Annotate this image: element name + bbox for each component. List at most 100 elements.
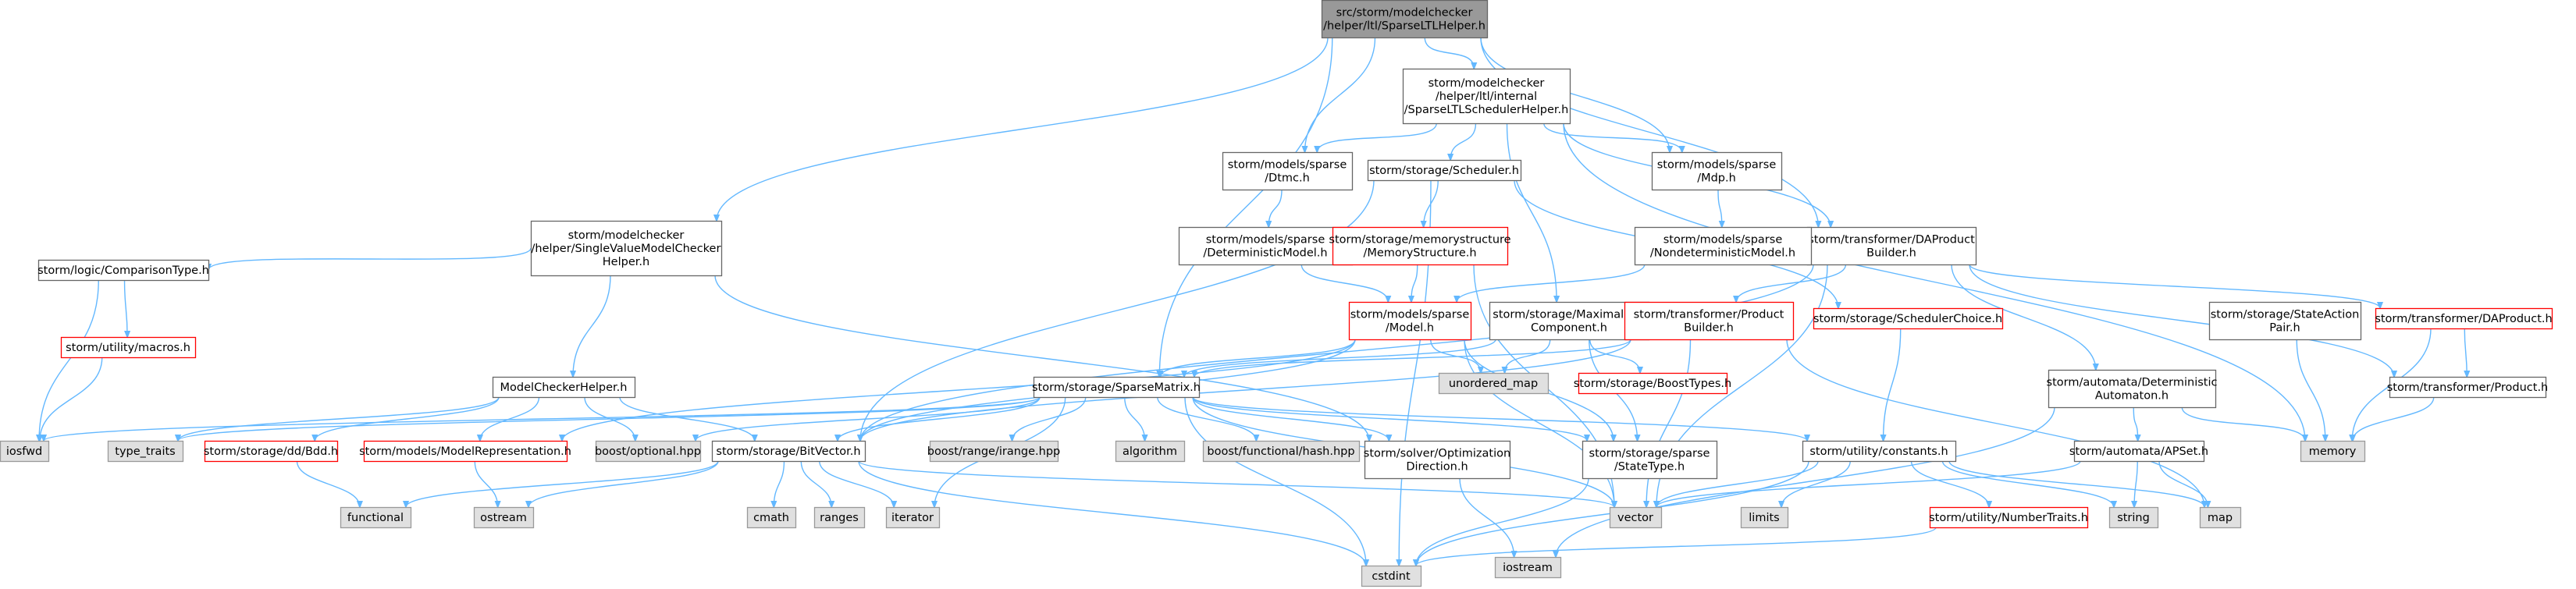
node-label: storm/storage/sparse <box>1589 448 1710 460</box>
node-daproduct[interactable]: storm/transformer/DAProduct.h <box>2375 307 2553 330</box>
node-box <box>204 440 339 463</box>
node-label: limits <box>1749 512 1779 524</box>
edge-sched-helper-to-dtmc <box>1317 122 1437 152</box>
node-label: algorithm <box>1123 445 1177 458</box>
node-bdd[interactable]: storm/storage/dd/Bdd.h <box>204 440 339 463</box>
edge-sparse-matrix-to-boost-hash <box>1157 396 1257 441</box>
node-state-type[interactable]: storm/storage/sparse/StateType.h <box>1582 440 1718 480</box>
node-model-repr[interactable]: storm/models/ModelRepresentation.h <box>359 440 571 463</box>
node-functional[interactable]: functional <box>340 506 412 529</box>
node-det-model[interactable]: storm/models/sparse/DeterministicModel.h <box>1178 226 1354 266</box>
node-dtmc[interactable]: storm/models/sparse/Dtmc.h <box>1222 151 1354 191</box>
node-nondet-model[interactable]: storm/models/sparse/NondeterministicMode… <box>1634 226 1813 266</box>
node-box <box>60 336 197 359</box>
node-comparison[interactable]: storm/logic/ComparisonType.h <box>37 259 210 282</box>
node-box <box>1438 372 1550 395</box>
node-number-traits[interactable]: storm/utility/NumberTraits.h <box>1929 506 2089 529</box>
node-limits[interactable]: limits <box>1740 506 1789 529</box>
edge-state-type-to-cstdint <box>1416 477 1589 566</box>
node-ostream[interactable]: ostream <box>473 506 535 529</box>
edge-mch-to-bdd <box>315 396 500 441</box>
node-cstdint[interactable]: cstdint <box>1361 565 1422 587</box>
node-cmath[interactable]: cmath <box>746 506 797 529</box>
node-box <box>1494 556 1562 579</box>
edge-sparse-matrix-to-bitvector <box>838 396 1041 441</box>
node-boost-optional[interactable]: boost/optional.hpp <box>595 440 702 463</box>
edge-apset-to-vector <box>1656 460 2081 507</box>
edge-constants-to-number-traits <box>1910 460 1990 507</box>
node-label: storm/solver/Optimization <box>1364 448 1510 460</box>
node-box <box>711 440 866 463</box>
node-label: storm/models/sparse <box>1350 309 1470 321</box>
node-label: storm/storage/StateAction <box>2211 309 2360 321</box>
node-box <box>2300 440 2366 463</box>
node-boosttypes[interactable]: storm/storage/BoostTypes.h <box>1574 372 1731 395</box>
node-iostream[interactable]: iostream <box>1494 556 1562 579</box>
node-iterator[interactable]: iterator <box>885 506 941 529</box>
edge-bitvector-to-iterator <box>819 460 894 507</box>
edge-det-automaton-to-memory <box>2181 406 2305 441</box>
node-sched-helper[interactable]: storm/modelchecker/helper/ltl/internal/S… <box>1402 68 1571 125</box>
node-box <box>1802 440 1957 463</box>
node-ranges[interactable]: ranges <box>813 506 866 529</box>
node-apset[interactable]: storm/automata/APSet.h <box>2069 440 2208 463</box>
node-label: Builder.h <box>1684 322 1734 335</box>
node-label: ModelCheckerHelper.h <box>500 381 628 394</box>
node-sched-choice[interactable]: storm/storage/SchedulerChoice.h <box>1813 307 2004 330</box>
node-mdp[interactable]: storm/models/sparse/Mdp.h <box>1651 151 1783 191</box>
node-vector[interactable]: vector <box>1609 506 1663 529</box>
node-model[interactable]: storm/models/sparse/Model.h <box>1348 301 1472 341</box>
node-box <box>1813 307 2004 330</box>
edge-root-to-dtmc <box>1305 37 1376 152</box>
edge-bitvector-to-cstdint <box>858 460 1366 566</box>
node-iosfwd[interactable]: iosfwd <box>0 440 50 463</box>
node-constants[interactable]: storm/utility/constants.h <box>1802 440 1957 463</box>
node-label: vector <box>1617 512 1653 524</box>
edge-maxend-to-boosttypes <box>1589 339 1640 373</box>
node-memory[interactable]: memory <box>2300 440 2366 463</box>
edge-bitvector-to-vector <box>858 460 1614 507</box>
edge-det-automaton-to-apset <box>2133 406 2137 441</box>
node-label: boost/range/irange.hpp <box>927 445 1061 458</box>
edge-sparse-matrix-to-type-traits <box>178 396 1041 441</box>
node-mch[interactable]: ModelCheckerHelper.h <box>492 376 636 399</box>
edge-sched-helper-to-mdp <box>1543 122 1682 152</box>
node-label: storm/storage/BoostTypes.h <box>1574 378 1731 390</box>
node-label: ranges <box>820 512 859 524</box>
node-label: map <box>2208 512 2233 524</box>
node-box <box>2199 506 2242 529</box>
node-boost-hash[interactable]: boost/functional/hash.hpp <box>1202 440 1361 463</box>
node-macros[interactable]: storm/utility/macros.h <box>60 336 197 359</box>
node-boost-irange[interactable]: boost/range/irange.hpp <box>927 440 1061 463</box>
node-label: storm/transformer/Product <box>1634 309 1784 321</box>
node-unordered-map[interactable]: unordered_map <box>1438 372 1550 395</box>
edge-daproduct-builder-to-daproduct <box>1969 264 2380 308</box>
node-map[interactable]: map <box>2199 506 2242 529</box>
node-string[interactable]: string <box>2108 506 2159 529</box>
node-label: /Mdp.h <box>1697 172 1736 185</box>
node-box <box>1624 301 1795 341</box>
node-svmc[interactable]: storm/modelchecker/helper/SingleValueMod… <box>530 220 723 277</box>
node-type-traits[interactable]: type_traits <box>107 440 184 463</box>
node-root[interactable]: src/storm/modelchecker/helper/ltl/Sparse… <box>1321 0 1489 39</box>
node-scheduler[interactable]: storm/storage/Scheduler.h <box>1367 159 1522 182</box>
edge-layer <box>39 37 2467 566</box>
node-algorithm[interactable]: algorithm <box>1115 440 1186 463</box>
node-box <box>1348 301 1472 341</box>
edge-mch-to-type-traits <box>178 396 500 441</box>
node-sparse-matrix[interactable]: storm/storage/SparseMatrix.h <box>1032 376 1201 399</box>
node-box <box>2073 440 2205 463</box>
node-memstruct[interactable]: storm/storage/memorystructure/MemoryStru… <box>1329 226 1511 266</box>
node-box <box>1578 372 1728 395</box>
edge-sparse-matrix-to-algorithm <box>1124 396 1145 441</box>
node-label: /Dtmc.h <box>1265 172 1310 185</box>
edge-model-to-vector <box>1464 339 1614 507</box>
node-product[interactable]: storm/transformer/Product.h <box>2387 376 2549 399</box>
node-bitvector[interactable]: storm/storage/BitVector.h <box>711 440 866 463</box>
